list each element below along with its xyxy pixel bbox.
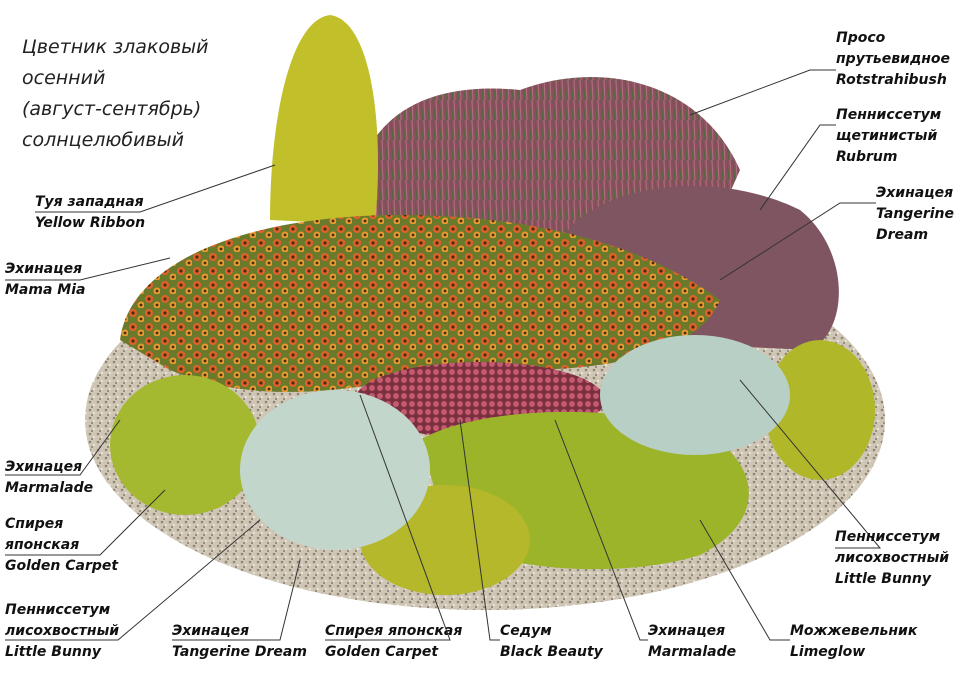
- label-thuja: Туя западная Yellow Ribbon: [35, 192, 145, 234]
- label-line: Эхинацея: [172, 623, 250, 639]
- label-echinacea-tangerine-bottom: Эхинацея Tangerine Dream: [172, 621, 307, 663]
- label-line: Rubrum: [836, 149, 898, 165]
- label-line: Эхинацея: [5, 261, 83, 277]
- pennisetum-bunny-left: [240, 390, 430, 550]
- label-echinacea-marmalade-left: Эхинацея Marmalade: [5, 457, 93, 499]
- title-line: солнцелюбивый: [22, 129, 185, 151]
- label-line: Rotstrahibush: [836, 72, 947, 88]
- label-line: японская: [5, 537, 80, 553]
- title-line: Цветник злаковый: [22, 36, 209, 58]
- label-line: Пенниссетум: [835, 529, 941, 545]
- label-line: Little Bunny: [835, 571, 931, 587]
- label-line: Эхинацея: [5, 459, 83, 475]
- label-line: Marmalade: [5, 480, 94, 496]
- label-line: Limeglow: [790, 644, 866, 660]
- label-pennisetum-bunny-right: Пенниссетум лисохвостный Little Bunny: [835, 527, 949, 590]
- label-sedum: Седум Black Beauty: [500, 621, 603, 663]
- label-echinacea-tangerine-right: Эхинацея Tangerine Dream: [876, 183, 954, 246]
- title-line: осенний: [22, 67, 106, 89]
- juniper-right: [765, 340, 875, 480]
- label-line: Туя западная: [35, 194, 144, 210]
- label-pennisetum-bunny-left: Пенниссетум лисохвостный Little Bunny: [5, 600, 119, 663]
- label-echinacea-mamamia: Эхинацея Mama Mia: [5, 259, 85, 301]
- label-line: Эхинацея: [876, 185, 954, 201]
- leader-lines: [5, 69, 882, 641]
- title-line: (август-сентябрь): [22, 98, 202, 120]
- label-juniper: Можжевельник Limeglow: [790, 621, 917, 663]
- label-pennisetum-rubrum: Пенниссетум щетинистый Rubrum: [836, 105, 941, 168]
- label-line: Спирея японская: [325, 623, 463, 639]
- label-line: Yellow Ribbon: [35, 215, 146, 231]
- label-line: лисохвостный: [835, 550, 950, 566]
- label-line: Little Bunny: [5, 644, 101, 660]
- label-line: Mama Mia: [5, 282, 86, 298]
- label-line: Эхинацея: [648, 623, 726, 639]
- label-line: Пенниссетум: [836, 107, 942, 123]
- label-line: прутьевидное: [836, 51, 951, 67]
- pennisetum-bunny-right: [600, 335, 790, 455]
- echinacea-bed: [120, 215, 720, 392]
- label-line: Dream: [876, 227, 929, 243]
- label-line: Tangerine: [876, 206, 954, 222]
- label-line: Седум: [500, 623, 552, 639]
- label-echinacea-marmalade-bottom: Эхинацея Marmalade: [648, 621, 736, 663]
- label-line: Можжевельник: [790, 623, 918, 639]
- thuja: [270, 15, 378, 225]
- label-proso: Просо прутьевидное Rotstrahibush: [836, 28, 950, 91]
- label-line: Golden Carpet: [5, 558, 119, 574]
- label-line: Golden Carpet: [325, 644, 439, 660]
- label-line: Marmalade: [648, 644, 737, 660]
- label-line: Просо: [836, 30, 886, 46]
- label-spiraea-left: Спирея японская Golden Carpet: [5, 514, 118, 577]
- label-line: Спирея: [5, 516, 64, 532]
- spiraea-left: [110, 375, 260, 515]
- label-line: Tangerine Dream: [172, 644, 307, 660]
- diagram-title: Цветник злаковый осенний (август-сентябр…: [22, 32, 209, 156]
- label-line: Пенниссетум: [5, 602, 111, 618]
- label-line: щетинистый: [836, 128, 938, 144]
- label-spiraea-bottom: Спирея японская Golden Carpet: [325, 621, 462, 663]
- label-line: лисохвостный: [5, 623, 120, 639]
- label-line: Black Beauty: [500, 644, 603, 660]
